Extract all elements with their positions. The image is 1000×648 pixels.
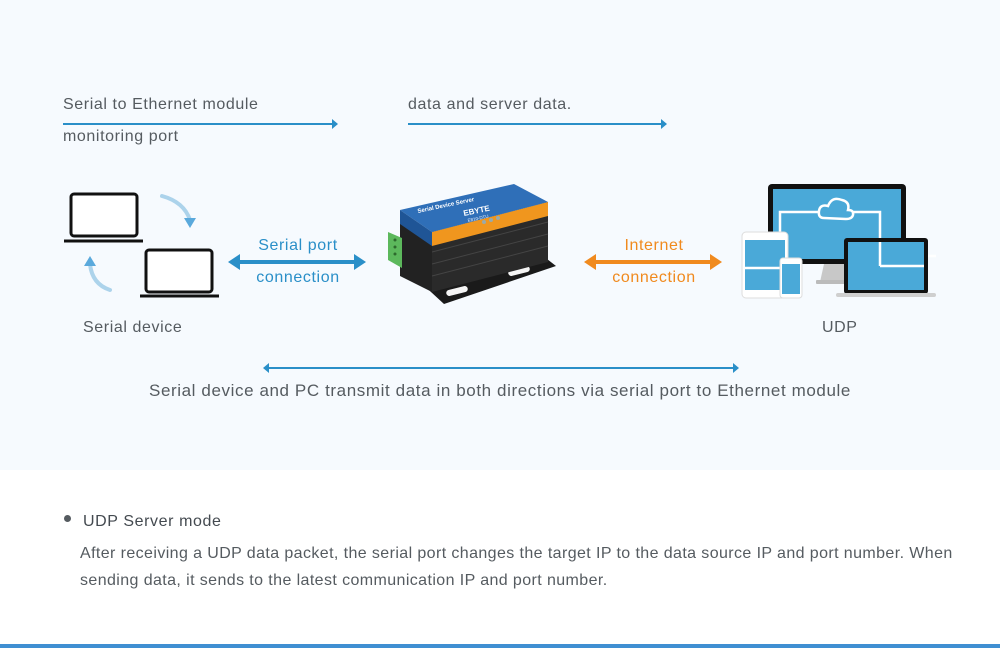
diagram-caption: Serial device and PC transmit data in bo… <box>149 381 851 400</box>
arrow-right-icon <box>354 254 366 270</box>
laptops-cycle-icon <box>64 192 219 298</box>
cloud-icon <box>817 197 855 221</box>
internet-connection-arrow <box>584 254 722 270</box>
mode-title: UDP Server mode <box>83 513 222 530</box>
orange-band <box>432 202 548 246</box>
label-internet-connection: connection <box>612 269 696 286</box>
arrow-head-icon <box>332 119 338 129</box>
mode-description: After receiving a UDP data packet, the s… <box>80 545 953 589</box>
led-icon <box>482 220 486 224</box>
label-serial-to-ethernet: Serial to Ethernet module <box>63 96 259 113</box>
device-model-text: E810-DTU <box>467 214 489 223</box>
multi-device-cloud-icon <box>741 184 936 299</box>
arrow-head-icon <box>184 218 196 228</box>
mode-description-section <box>0 470 1000 648</box>
arrow-left-icon <box>228 254 240 270</box>
serial-device-server-icon: Serial Device Server EBYTE E810-DTU <box>388 184 556 304</box>
label-internet: Internet <box>624 237 684 254</box>
label-udp: UDP <box>822 319 858 336</box>
led-icon <box>489 218 493 222</box>
label-serial-device: Serial device <box>83 319 183 336</box>
bottom-divider <box>0 644 1000 648</box>
label-serial-port: Serial port <box>258 237 338 254</box>
label-monitoring-port: monitoring port <box>63 128 179 145</box>
cycle-arrow-icon <box>160 194 192 222</box>
laptop-icon <box>140 248 219 298</box>
arrow-right-right-top <box>408 119 667 129</box>
arrow-head-icon <box>661 119 667 129</box>
arrow-right-icon <box>710 254 722 270</box>
phone-icon <box>779 257 803 299</box>
terminal-block <box>388 232 402 268</box>
device-top-face <box>400 184 548 232</box>
led-icon <box>496 216 500 220</box>
arrow-head-icon <box>84 256 96 266</box>
laptop-icon <box>836 238 936 297</box>
bullet-icon <box>64 515 71 522</box>
laptop-icon <box>64 192 143 243</box>
arrow-right-icon <box>733 363 739 373</box>
label-serial-connection: connection <box>256 269 340 286</box>
arrow-left-icon <box>263 363 269 373</box>
bidirectional-data-arrow <box>263 363 739 373</box>
label-data-server-data: data and server data. <box>408 96 572 113</box>
arrow-right-left-top <box>63 119 338 129</box>
arrow-left-icon <box>584 254 596 270</box>
serial-connection-arrow <box>228 254 366 270</box>
cycle-arrow-icon <box>88 262 112 292</box>
